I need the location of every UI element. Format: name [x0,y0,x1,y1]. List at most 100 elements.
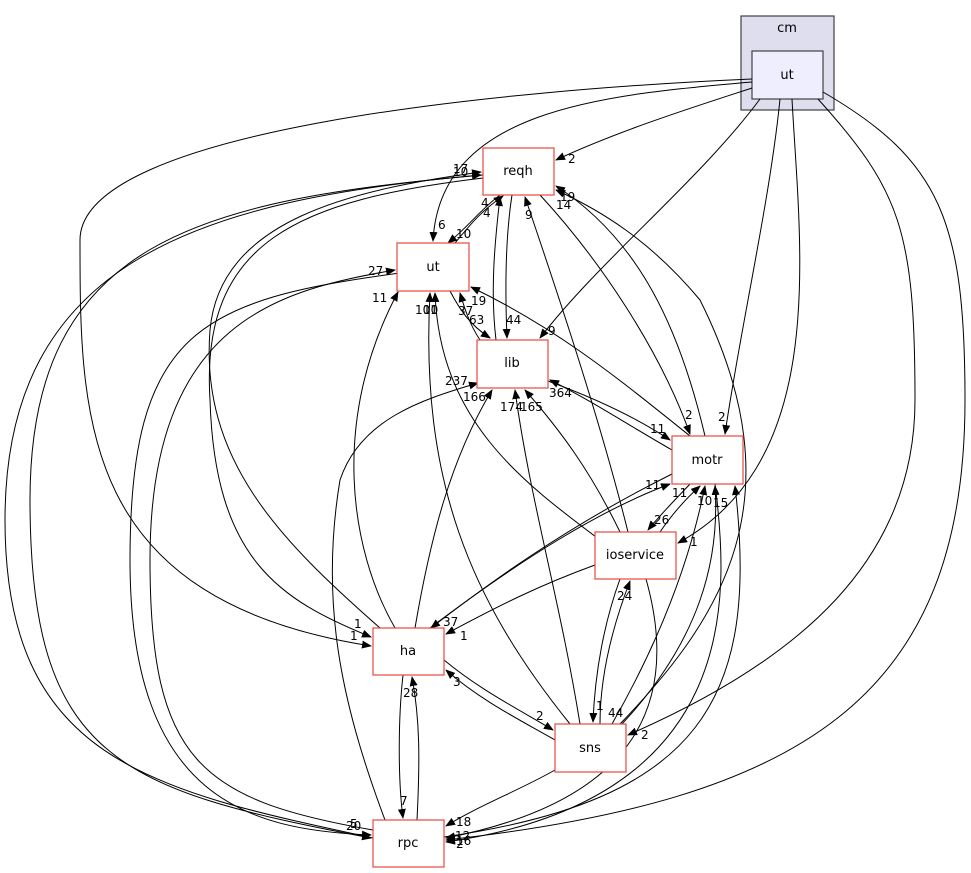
edge-label-ut-to-reqh[interactable]: 4 [481,196,489,210]
edge-rpc-to-reqh[interactable] [4,171,482,839]
edge-label-ut-to-lib[interactable]: 63 [469,313,484,327]
edge-label-cm_ut-to-ut[interactable]: 6 [438,218,446,232]
edge-label-reqh-to-ha[interactable]: 1 [354,617,362,631]
edge-ha-to-lib[interactable] [414,389,493,629]
edge-rpc-to-motr[interactable] [443,485,741,838]
edge-label-ha-to-sns[interactable]: 2 [536,709,544,723]
edge-sns-to-ioservice[interactable] [599,580,631,725]
edge-ioservice-to-sns[interactable] [589,578,621,723]
node-sns[interactable]: sns [554,723,627,773]
edge-label-motr-to-ha[interactable]: 37 [443,615,458,629]
cluster-cm[interactable]: cm ut [740,15,835,111]
edge-label-sns-to-ha[interactable]: 3 [453,675,461,689]
edge-label-cm_ut-to-motr[interactable]: 2 [718,410,726,424]
edge-rpc-to-ut[interactable] [149,267,396,831]
edge-ha-to-motr[interactable] [429,483,671,629]
edge-label-sns-to-lib[interactable]: 174 [500,400,523,414]
edge-sns-to-lib[interactable] [512,389,581,725]
edge-lib-to-ut[interactable] [458,292,481,341]
edge-label-ioservice-to-ha[interactable]: 1 [460,629,468,643]
edge-label-motr-to-ut[interactable]: 19 [471,294,486,308]
edge-label-ha-to-motr[interactable]: 11 [645,478,660,492]
edge-label-rpc-to-motr[interactable]: 15 [713,496,728,510]
edge-label-lib-to-reqh[interactable]: 4 [483,206,491,220]
edge-sns-to-ha[interactable] [445,669,556,741]
node-ha[interactable]: ha [372,627,445,676]
edge-label-lib-to-ut[interactable]: 37 [458,304,473,318]
node-rpc[interactable]: rpc [372,819,445,868]
edge-label-sns-to-reqh[interactable]: 14 [556,198,571,212]
edge-label-ha-to-reqh[interactable]: 17 [453,162,468,176]
edge-ioservice-to-ha[interactable] [445,564,596,635]
edge-cm_ut-to-ut[interactable] [429,81,753,242]
edge-motr-to-rpc[interactable] [445,483,722,845]
edge-label-ioservice-to-ut[interactable]: 101 [415,303,438,317]
edge-motr-to-reqh[interactable] [555,185,706,437]
edge-label-motr-to-ioservice[interactable]: 26 [654,513,669,527]
edge-label-sns-to-rpc[interactable]: 18 [456,815,471,829]
edge-reqh-to-rpc[interactable] [29,174,484,841]
edge-ha-to-rpc[interactable] [397,674,406,819]
edge-label-reqh-to-motr[interactable]: 2 [685,408,693,422]
edge-ut-to-lib[interactable] [449,290,491,339]
edge-cm_ut-to-lib[interactable] [539,98,761,339]
edge-label-reqh-to-lib[interactable]: 44 [506,313,521,327]
edge-label-motr-to-rpc[interactable]: 16 [456,834,471,848]
edge-label-ioservice-to-rpc[interactable]: 12 [455,829,470,843]
edge-lib-to-reqh[interactable] [492,196,503,341]
edge-label-cm_ut-to-sns[interactable]: 2 [641,728,649,742]
edge-label-cm_ut-to-reqh[interactable]: 2 [568,152,576,166]
edge-label-ioservice-to-reqh[interactable]: 9 [525,208,533,222]
edge-label-sns-to-motr[interactable]: 44 [608,706,623,720]
edge-cm_ut-to-sns[interactable] [627,98,916,736]
edge-ha-to-reqh[interactable] [208,169,482,629]
edge-ioservice-to-ut[interactable] [431,292,601,541]
edge-label-reqh-to-ut[interactable]: 10 [456,227,471,241]
edge-label-motr-to-reqh[interactable]: 19 [560,190,575,204]
edge-ioservice-to-motr[interactable] [659,485,701,533]
node-reqh[interactable]: reqh [482,147,555,196]
node-ut[interactable]: ut [396,242,470,292]
edge-sns-to-motr[interactable] [621,485,720,725]
edge-motr-to-ioservice[interactable] [647,483,691,531]
edge-label-ioservice-to-sns[interactable]: 1 [596,699,604,713]
edge-reqh-to-ha[interactable] [208,177,484,638]
edge-label-ha-to-rpc[interactable]: 28 [403,686,418,700]
node-ioservice[interactable]: ioservice [594,531,677,580]
edge-label-sns-to-ut[interactable]: 10 [423,303,438,317]
edge-label-ha-to-lib[interactable]: 166 [463,390,486,404]
edge-ha-to-sns[interactable] [443,659,554,731]
edge-rpc-to-lib[interactable] [331,381,479,821]
edge-label-ut-to-rpc[interactable]: 5 [350,817,358,831]
edge-reqh-to-motr[interactable] [539,194,691,435]
edge-cm_ut-to-ha[interactable] [79,78,753,649]
edge-label-reqh-to-rpc[interactable]: 20 [346,819,361,833]
edge-label-cm_ut-to-ioservice[interactable]: 1 [690,535,698,549]
edge-label-cm_ut-to-ha[interactable]: 1 [350,629,358,643]
edge-cm_ut-to-motr[interactable] [722,98,781,435]
edge-label-lib-to-motr[interactable]: 11 [650,422,665,436]
edge-label-cm_ut-to-lib[interactable]: 9 [548,324,556,338]
edge-label-rpc-to-reqh[interactable]: 10 [453,165,468,179]
edge-ut-to-rpc[interactable] [129,272,401,839]
edge-cm_ut-to-ioservice[interactable] [677,98,801,544]
edge-ioservice-to-reqh[interactable] [524,196,629,533]
edge-label-ioservice-to-motr[interactable]: 11 [672,486,687,500]
edge-cm_ut-to-reqh[interactable] [555,87,753,161]
edge-ioservice-to-rpc[interactable] [445,578,658,841]
node-lib[interactable]: lib [476,339,549,389]
edge-label-sns-to-ioservice[interactable]: 24 [617,589,632,603]
edge-label-motr-to-lib[interactable]: 364 [549,386,572,400]
edge-label-rpc-to-ut[interactable]: 27 [368,264,383,278]
node-cm-ut[interactable]: ut [751,50,824,100]
edge-label-rpc-to-lib[interactable]: 237 [445,374,468,388]
edge-label-sns-to-motr[interactable]: 10 [697,494,712,508]
edge-label-cm_ut-to-rpc[interactable]: 2 [456,837,464,851]
edge-motr-to-ut[interactable] [470,286,691,437]
edge-rpc-to-ha[interactable] [409,676,420,821]
edge-sns-to-ut[interactable] [425,292,571,725]
edge-cm_ut-to-rpc[interactable] [445,91,966,843]
edge-sns-to-rpc[interactable] [445,769,556,827]
edge-motr-to-lib[interactable] [549,379,673,451]
edge-label-rpc-to-ha[interactable]: 7 [400,794,408,808]
